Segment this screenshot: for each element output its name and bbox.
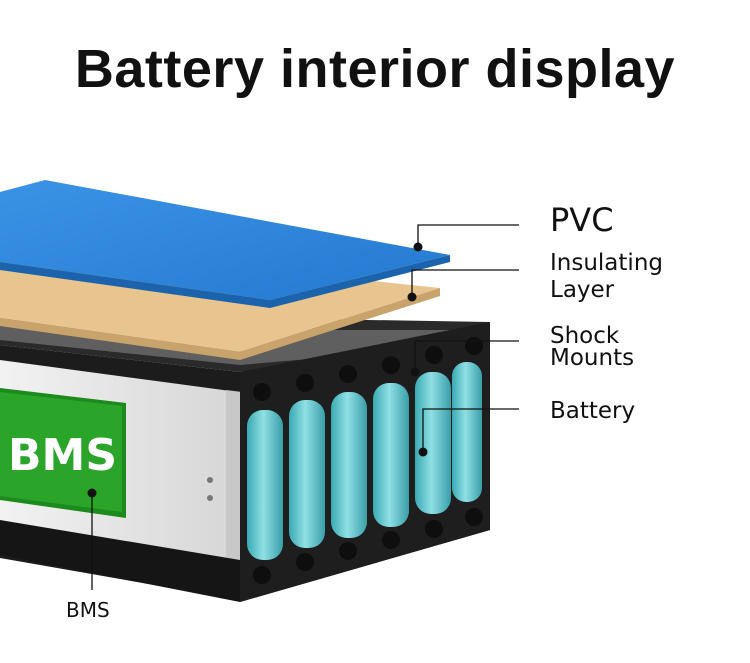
cell bbox=[289, 400, 325, 548]
bms-board-text: BMS bbox=[8, 430, 117, 481]
cell bbox=[415, 372, 451, 514]
cell bbox=[331, 392, 367, 538]
leader-lines bbox=[91, 224, 519, 590]
pack-bottom bbox=[0, 500, 490, 602]
label-insulating-2: Layer bbox=[550, 277, 615, 303]
shock-mounts bbox=[253, 337, 483, 584]
cell bbox=[373, 383, 409, 527]
label-shock-2: Mounts bbox=[550, 345, 635, 371]
cell bbox=[452, 362, 482, 502]
label-battery: Battery bbox=[550, 398, 636, 424]
cells bbox=[247, 362, 482, 560]
leader-dots bbox=[87, 242, 428, 498]
page-title: Battery interior display bbox=[74, 39, 676, 99]
label-bms: BMS bbox=[66, 598, 110, 622]
label-insulating-1: Insulating bbox=[550, 250, 663, 276]
pvc-sheet bbox=[0, 180, 450, 308]
cell bbox=[247, 410, 283, 560]
bms-board: BMS bbox=[0, 388, 126, 518]
label-pvc: PVC bbox=[550, 201, 614, 239]
label-shock-1: Shock bbox=[550, 323, 620, 349]
